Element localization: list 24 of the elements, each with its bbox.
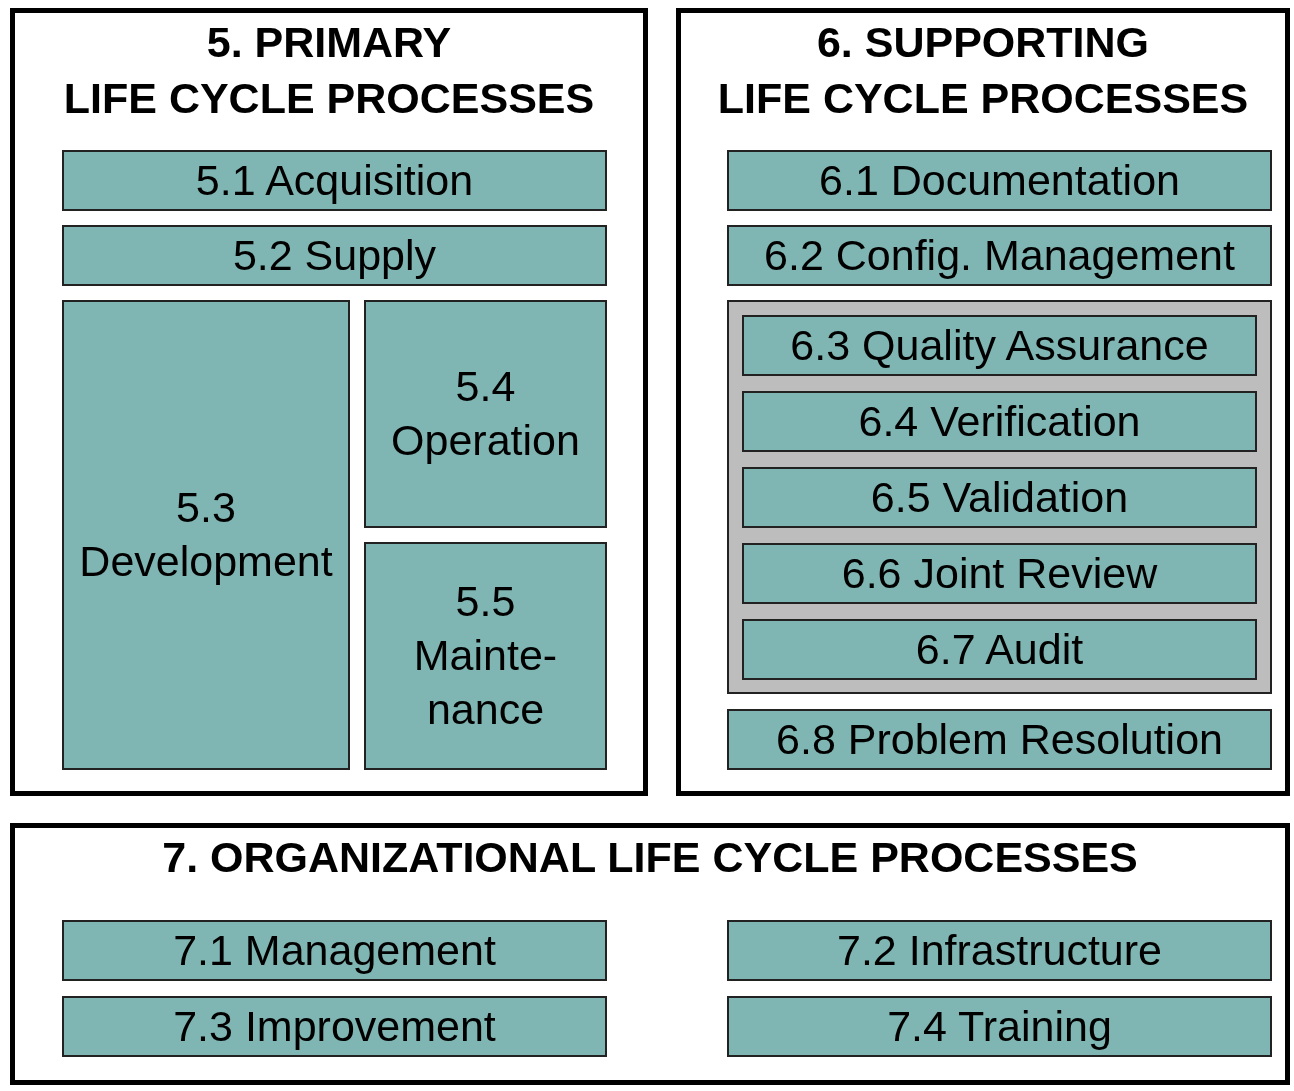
group-frame <box>676 8 1290 796</box>
process-box: 7.2 Infrastructure <box>727 920 1272 981</box>
group-heading: 6. SUPPORTING LIFE CYCLE PROCESSES <box>716 17 1250 124</box>
process-box: 6.7 Audit <box>742 619 1257 680</box>
process-box: 6.2 Config. Management <box>727 225 1272 286</box>
group-heading: 5. PRIMARY LIFE CYCLE PROCESSES <box>62 17 596 124</box>
process-box: 5.2 Supply <box>62 225 607 286</box>
process-box: 5.4 Operation <box>364 300 607 528</box>
process-box: 5.3 Development <box>62 300 350 770</box>
process-box: 5.5 Mainte- nance <box>364 542 607 770</box>
process-box: 7.3 Improvement <box>62 996 607 1057</box>
group-panel <box>727 300 1272 694</box>
process-box: 6.8 Problem Resolution <box>727 709 1272 770</box>
process-box: 6.5 Validation <box>742 467 1257 528</box>
process-box: 6.6 Joint Review <box>742 543 1257 604</box>
group-frame <box>10 8 648 796</box>
process-box: 5.1 Acquisition <box>62 150 607 211</box>
process-box: 6.3 Quality Assurance <box>742 315 1257 376</box>
process-box: 6.1 Documentation <box>727 150 1272 211</box>
process-box: 7.1 Management <box>62 920 607 981</box>
process-box: 6.4 Verification <box>742 391 1257 452</box>
group-frame <box>10 823 1290 1085</box>
group-heading: 7. ORGANIZATIONAL LIFE CYCLE PROCESSES <box>161 832 1139 883</box>
process-box: 7.4 Training <box>727 996 1272 1057</box>
